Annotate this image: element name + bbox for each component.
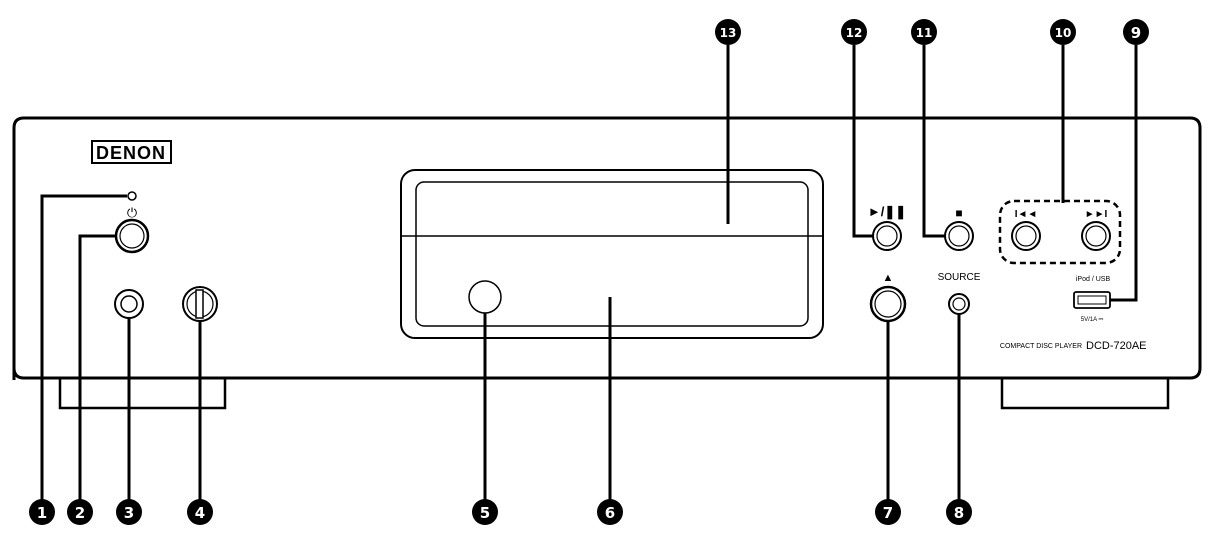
play-pause-label: ►/❚❚ bbox=[868, 204, 906, 220]
callout-5: 5 bbox=[472, 499, 498, 525]
callout-6: 6 bbox=[597, 499, 623, 525]
play-pause-button[interactable] bbox=[872, 221, 902, 251]
svg-text:8: 8 bbox=[954, 504, 964, 522]
leader-lines bbox=[40, 45, 1138, 500]
callout-2: 2 bbox=[67, 499, 93, 525]
callout-3: 3 bbox=[116, 499, 142, 525]
svg-text:11: 11 bbox=[916, 26, 933, 40]
svg-text:5: 5 bbox=[480, 504, 490, 522]
source-button[interactable] bbox=[948, 293, 970, 315]
source-label: SOURCE bbox=[938, 272, 981, 283]
eject-icon: ▲ bbox=[883, 272, 894, 284]
headphone-level-knob[interactable] bbox=[182, 286, 218, 322]
callout-11: 11 bbox=[911, 19, 937, 45]
power-icon: ⏻ bbox=[127, 205, 137, 220]
callout-4: 4 bbox=[187, 499, 213, 525]
svg-text:9: 9 bbox=[1131, 24, 1141, 42]
panel-outline bbox=[12, 116, 1202, 380]
svg-text:2: 2 bbox=[75, 504, 85, 522]
svg-text:12: 12 bbox=[846, 26, 863, 40]
callout-9: 9 bbox=[1123, 19, 1149, 45]
usb-port[interactable] bbox=[1073, 291, 1111, 309]
svg-text:13: 13 bbox=[720, 26, 737, 40]
stop-icon: ■ bbox=[955, 206, 962, 220]
stop-button[interactable] bbox=[944, 221, 974, 251]
usb-rating-label: 5V/1A ⎓ bbox=[1081, 317, 1104, 323]
prev-icon: I◄◄ bbox=[1015, 209, 1038, 220]
callout-1: 1 bbox=[29, 499, 55, 525]
svg-text:3: 3 bbox=[124, 504, 134, 522]
disc-tray-frame bbox=[400, 169, 824, 339]
power-button[interactable] bbox=[114, 218, 150, 254]
previous-track-button[interactable] bbox=[1011, 221, 1041, 251]
eject-button[interactable] bbox=[869, 285, 907, 323]
callout-10: 10 bbox=[1050, 19, 1076, 45]
model-name: DCD-720AE bbox=[1086, 340, 1147, 352]
headphone-jack[interactable] bbox=[114, 289, 144, 319]
svg-text:7: 7 bbox=[883, 504, 893, 522]
svg-text:10: 10 bbox=[1055, 26, 1072, 40]
power-indicator-led bbox=[127, 191, 137, 201]
next-icon: ►►I bbox=[1085, 209, 1108, 220]
next-track-button[interactable] bbox=[1081, 221, 1111, 251]
svg-text:DENON: DENON bbox=[96, 143, 166, 163]
svg-text:4: 4 bbox=[195, 504, 205, 522]
svg-text:6: 6 bbox=[605, 504, 615, 522]
remote-sensor bbox=[468, 280, 502, 314]
svg-text:1: 1 bbox=[37, 504, 47, 522]
left-foot bbox=[58, 378, 227, 410]
model-prefix: COMPACT DISC PLAYER bbox=[1000, 343, 1082, 350]
right-foot bbox=[1000, 378, 1170, 410]
ipod-usb-label: iPod / USB bbox=[1076, 276, 1111, 283]
callout-8: 8 bbox=[946, 499, 972, 525]
callout-12: 12 bbox=[841, 19, 867, 45]
callout-7: 7 bbox=[875, 499, 901, 525]
denon-logo: DENON bbox=[91, 140, 172, 164]
callout-13: 13 bbox=[715, 19, 741, 45]
skip-buttons-group bbox=[998, 199, 1122, 265]
disc-tray[interactable] bbox=[415, 181, 809, 327]
